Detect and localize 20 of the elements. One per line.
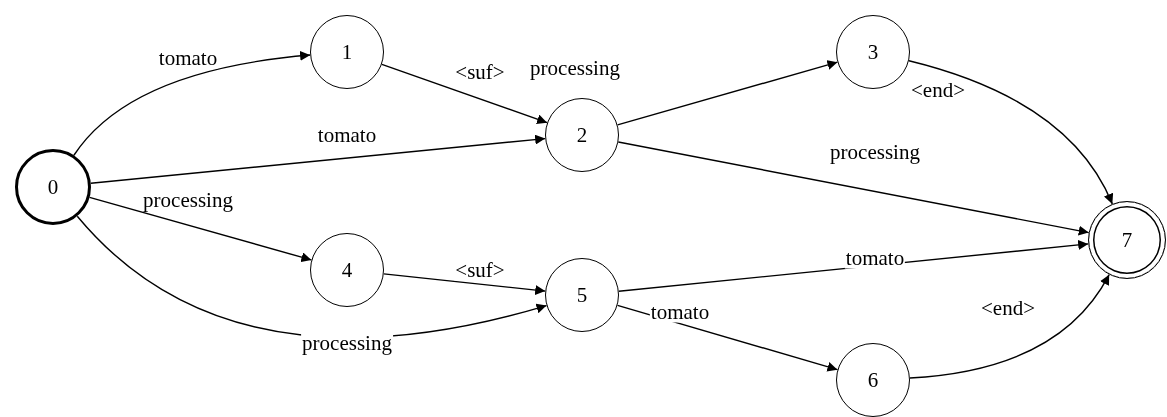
state-label: 2 [576,124,588,146]
arrow [73,51,311,156]
arrow [908,60,1113,205]
edge-label: processing [301,332,393,354]
arrow [616,60,839,126]
state-label: 0 [47,176,59,198]
state-label: 6 [867,369,879,391]
state-label: 7 [1121,229,1133,251]
state-label: 4 [341,259,353,281]
arrow [383,273,546,295]
state-label: 3 [867,41,879,63]
edge-label: <suf> [454,259,506,281]
accept-state-circle [1088,201,1166,279]
arrow [88,196,313,263]
state-label: 5 [576,284,588,306]
state-label: 1 [341,41,353,63]
arrow [381,63,548,125]
arrow [909,273,1110,379]
arrow [90,134,546,184]
arrow [617,141,1090,236]
